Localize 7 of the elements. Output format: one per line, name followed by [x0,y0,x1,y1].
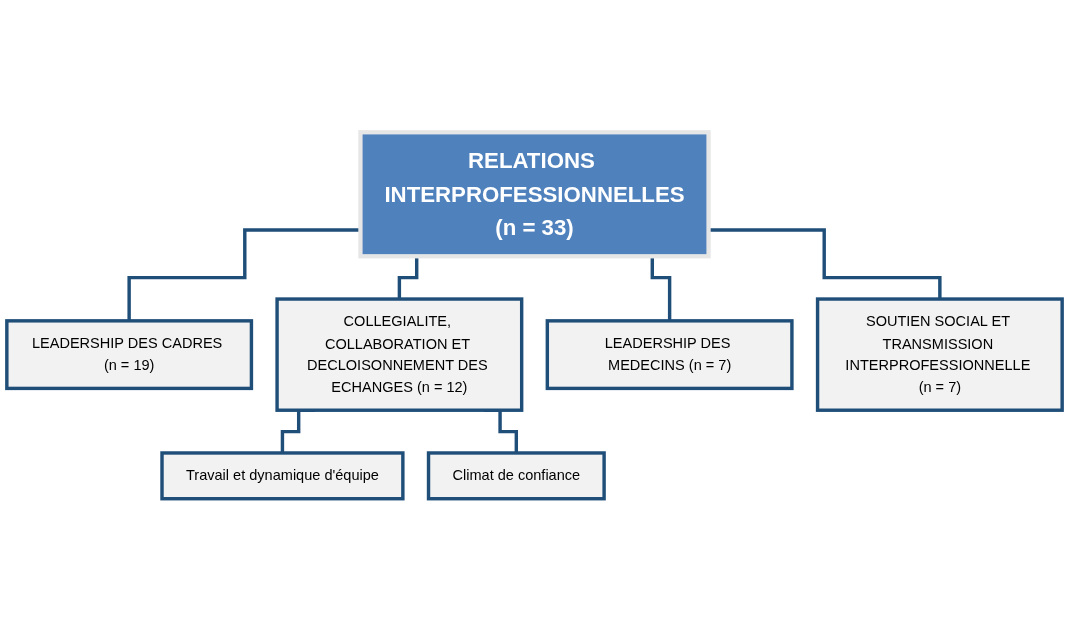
node-box: RELATIONS INTERPROFESSIONNELLES (n = 33) [358,130,711,259]
node-box: LEADERSHIP DES MEDECINS (n = 7) [545,319,794,391]
node-box: Climat de confiance [426,451,606,501]
node-box: COLLEGIALITE, COLLABORATION ET DECLOISONNEMENT DES ECHANGES (n = 12) [275,297,524,412]
node-box: SOUTIEN SOCIAL ET TRANSMISSION INTERPROFESSIONNELLE (n = 7) [815,297,1064,412]
node-box: LEADERSHIP DES CADRES (n = 19) [5,319,254,391]
node-box: Travail et dynamique d'équipe [160,451,405,501]
